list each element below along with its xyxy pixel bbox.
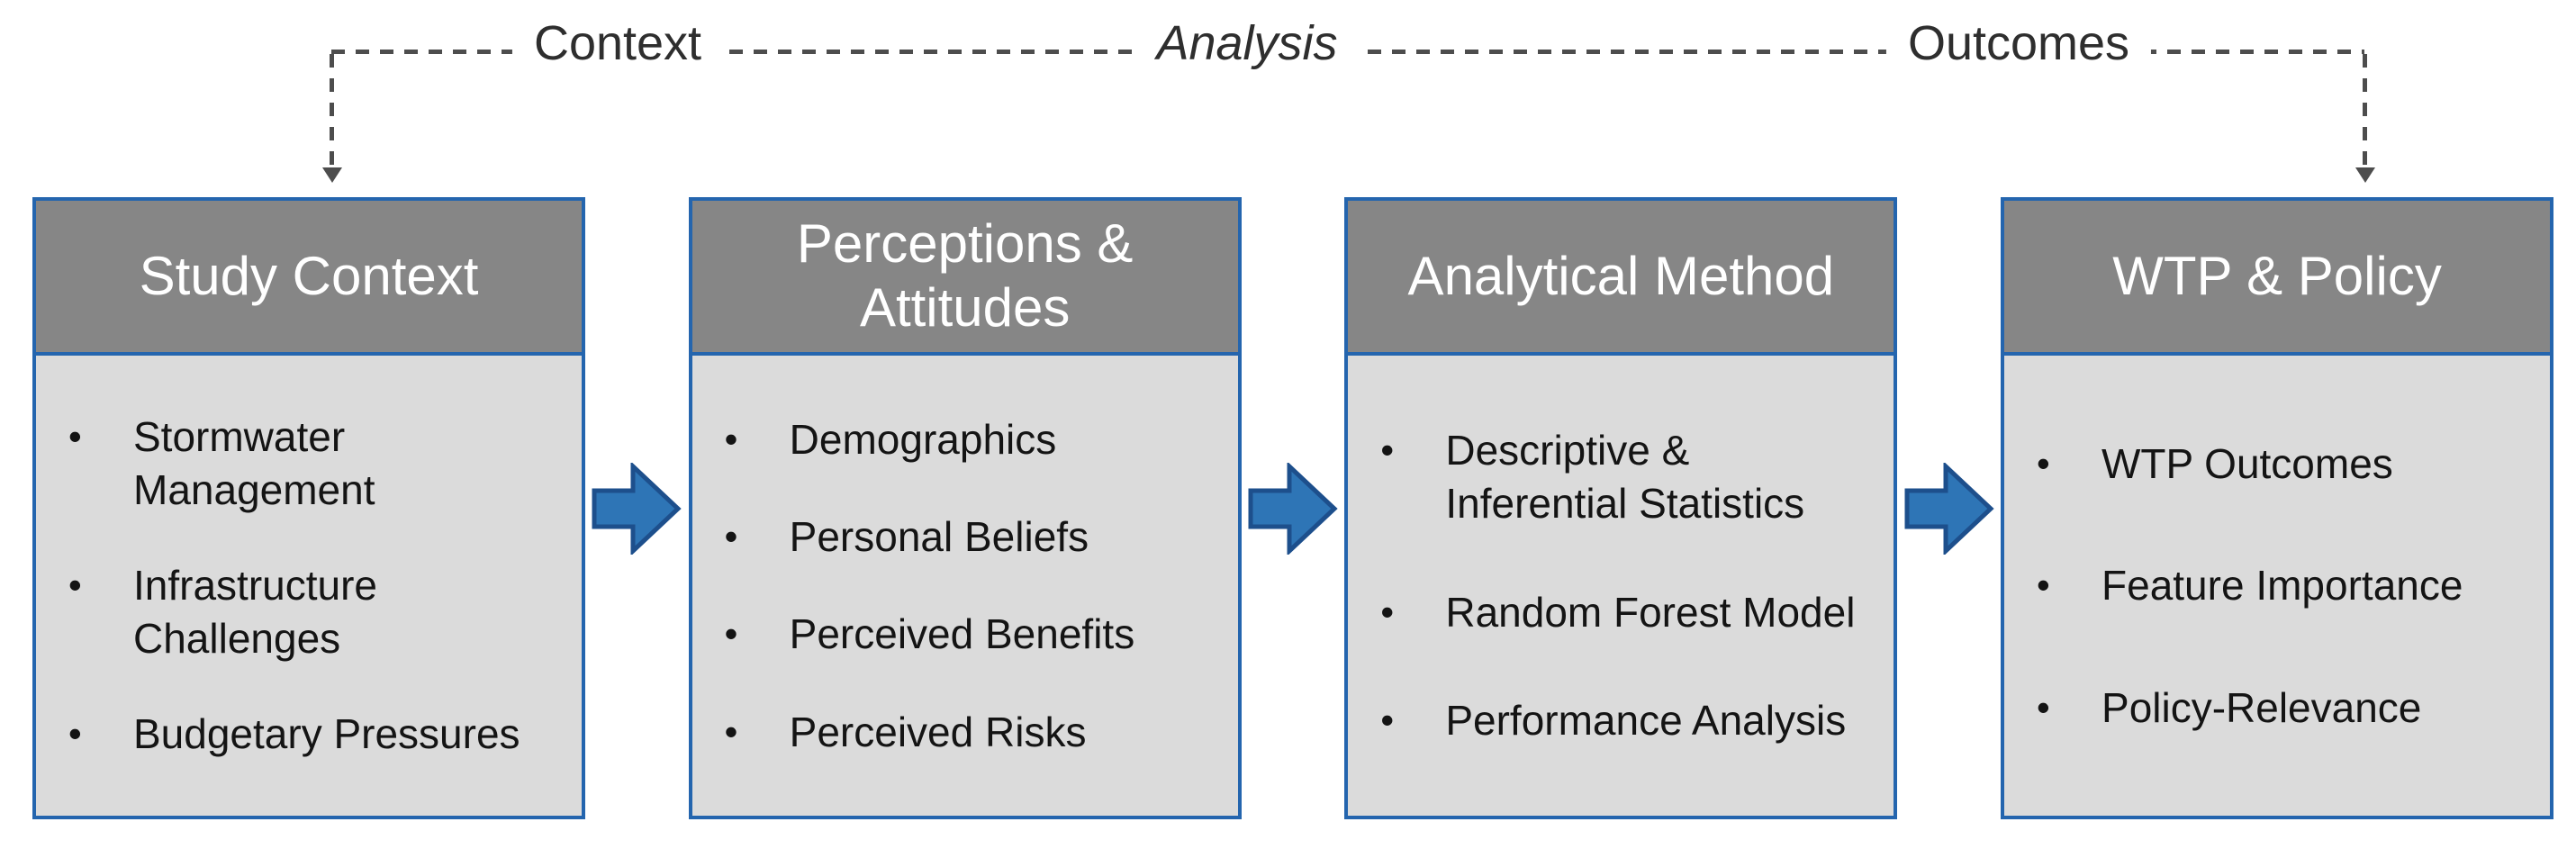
list-item: • Policy-Relevance — [2004, 682, 2535, 735]
list-item: • Perceived Risks — [692, 706, 1224, 759]
bracket-line-segment-4 — [2143, 50, 2364, 54]
bullet-icon: • — [724, 514, 738, 557]
list-item-label: Perceived Benefits — [789, 610, 1135, 658]
bracket-line-segment-2 — [729, 50, 1157, 54]
box-body-study-context: • Stormwater Management • Infrastructure… — [36, 356, 582, 816]
bracket-line-segment-1 — [331, 50, 518, 54]
list-item: • Descriptive & Inferential Statistics — [1348, 424, 1879, 530]
list-item-label: Descriptive & Inferential Statistics — [1445, 426, 1805, 527]
dashed-down-arrow-icon — [330, 54, 334, 167]
box-body-analytical-method: • Descriptive & Inferential Statistics •… — [1348, 356, 1894, 816]
list-item: • Demographics — [692, 413, 1224, 466]
box-wtp-policy: WTP & Policy • WTP Outcomes • Feature Im… — [2001, 197, 2554, 819]
list-item-label: Random Forest Model — [1445, 588, 1856, 636]
list-item-label: Feature Importance — [2101, 562, 2463, 610]
list-item: • Stormwater Management — [36, 411, 567, 517]
bullet-icon: • — [1380, 428, 1395, 471]
box-header-wtp-policy: WTP & Policy — [2004, 201, 2551, 356]
bullet-icon: • — [1380, 699, 1395, 742]
box-perceptions-attitudes: Perceptions & Attitudes • Demographics •… — [688, 197, 1242, 819]
bracket-label-outcomes: Outcomes — [1885, 11, 2152, 77]
right-arrow-icon — [1904, 462, 1994, 555]
list-item-label: Budgetary Pressures — [133, 709, 520, 757]
list-item-label: Personal Beliefs — [789, 512, 1089, 560]
bullet-icon: • — [68, 415, 82, 458]
bracket-label-analysis: Analysis — [1134, 11, 1360, 77]
bullet-icon: • — [1380, 590, 1395, 633]
list-item-label: Demographics — [789, 415, 1057, 463]
box-header-perceptions-attitudes: Perceptions & Attitudes — [691, 201, 1238, 356]
bullet-icon: • — [2037, 441, 2050, 484]
right-arrow-icon — [592, 462, 682, 555]
list-item: • WTP Outcomes — [2004, 438, 2535, 491]
list-item: • Infrastructure Challenges — [36, 559, 567, 665]
box-analytical-method: Analytical Method • Descriptive & Infere… — [1344, 197, 1898, 819]
list-item: • Performance Analysis — [1348, 694, 1879, 747]
list-item-label: Perceived Risks — [789, 708, 1087, 755]
bullet-icon: • — [724, 709, 738, 753]
bullet-icon: • — [68, 564, 82, 607]
list-item: • Feature Importance — [2004, 559, 2535, 612]
box-study-context: Study Context • Stormwater Management • … — [32, 197, 585, 819]
bullet-icon: • — [68, 711, 82, 754]
list-item-label: Infrastructure Challenges — [133, 562, 377, 662]
dashed-down-arrowhead-icon — [2355, 167, 2375, 183]
flow-arrow-cell — [585, 197, 689, 819]
dashed-down-arrowhead-icon — [322, 167, 342, 183]
bullet-icon: • — [2037, 564, 2050, 607]
list-item-label: Performance Analysis — [1445, 697, 1847, 745]
list-item-label: Policy-Relevance — [2101, 683, 2422, 731]
list-item: • Perceived Benefits — [692, 608, 1224, 661]
process-flow-row: Study Context • Stormwater Management • … — [32, 197, 2554, 819]
flow-arrow-cell — [1897, 197, 2001, 819]
bullet-icon: • — [2037, 685, 2050, 728]
bullet-icon: • — [724, 612, 738, 655]
list-item-label: WTP Outcomes — [2101, 439, 2393, 487]
list-item: • Budgetary Pressures — [36, 708, 567, 761]
box-header-study-context: Study Context — [36, 201, 582, 356]
bracket-line-segment-3 — [1343, 50, 1891, 54]
bracket-label-context: Context — [511, 11, 724, 77]
list-item: • Random Forest Model — [1348, 586, 1879, 639]
bullet-icon: • — [724, 417, 738, 460]
flow-arrow-cell — [1242, 197, 1345, 819]
list-item: • Personal Beliefs — [692, 510, 1224, 564]
right-arrow-icon — [1248, 462, 1338, 555]
box-header-analytical-method: Analytical Method — [1348, 201, 1894, 356]
list-item-label: Stormwater Management — [133, 413, 375, 514]
box-body-wtp-policy: • WTP Outcomes • Feature Importance • Po… — [2004, 356, 2550, 816]
box-body-perceptions-attitudes: • Demographics • Personal Beliefs • Perc… — [692, 356, 1238, 816]
dashed-down-arrow-icon — [2363, 54, 2367, 167]
